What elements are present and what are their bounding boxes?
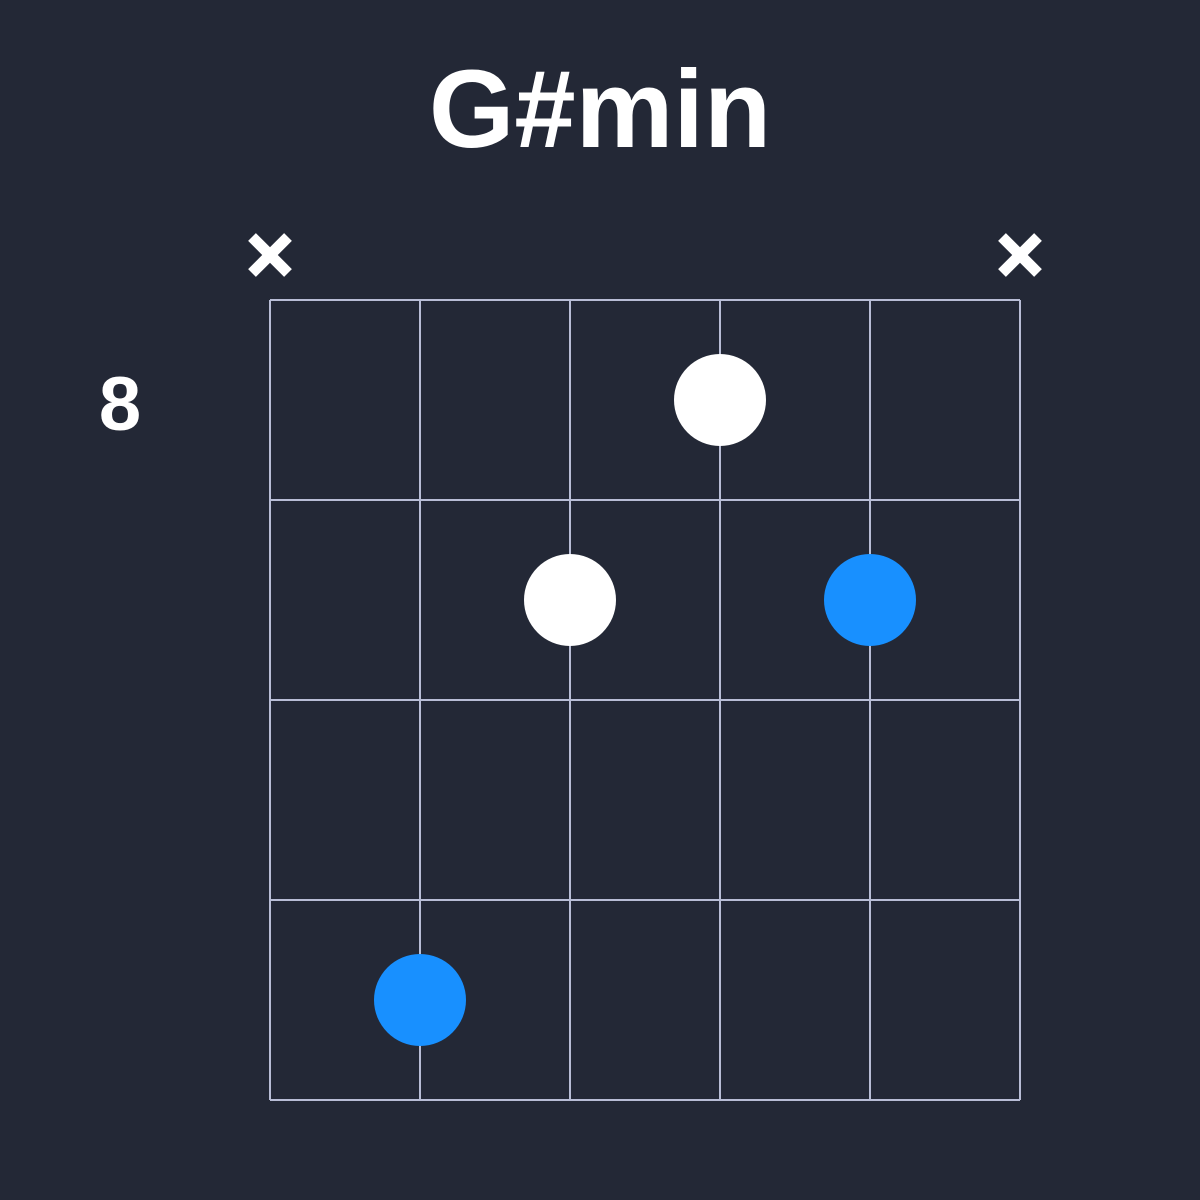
finger-dots	[374, 354, 916, 1046]
muted-x-icon	[998, 233, 1042, 277]
finger-dot	[374, 954, 466, 1046]
chord-title: G#min	[428, 48, 772, 171]
muted-marks	[248, 233, 1042, 277]
finger-dot	[524, 554, 616, 646]
muted-x-icon	[248, 233, 292, 277]
finger-dot	[674, 354, 766, 446]
start-fret-number: 8	[98, 362, 142, 447]
finger-dot	[824, 554, 916, 646]
fretboard-grid	[269, 299, 1021, 1101]
